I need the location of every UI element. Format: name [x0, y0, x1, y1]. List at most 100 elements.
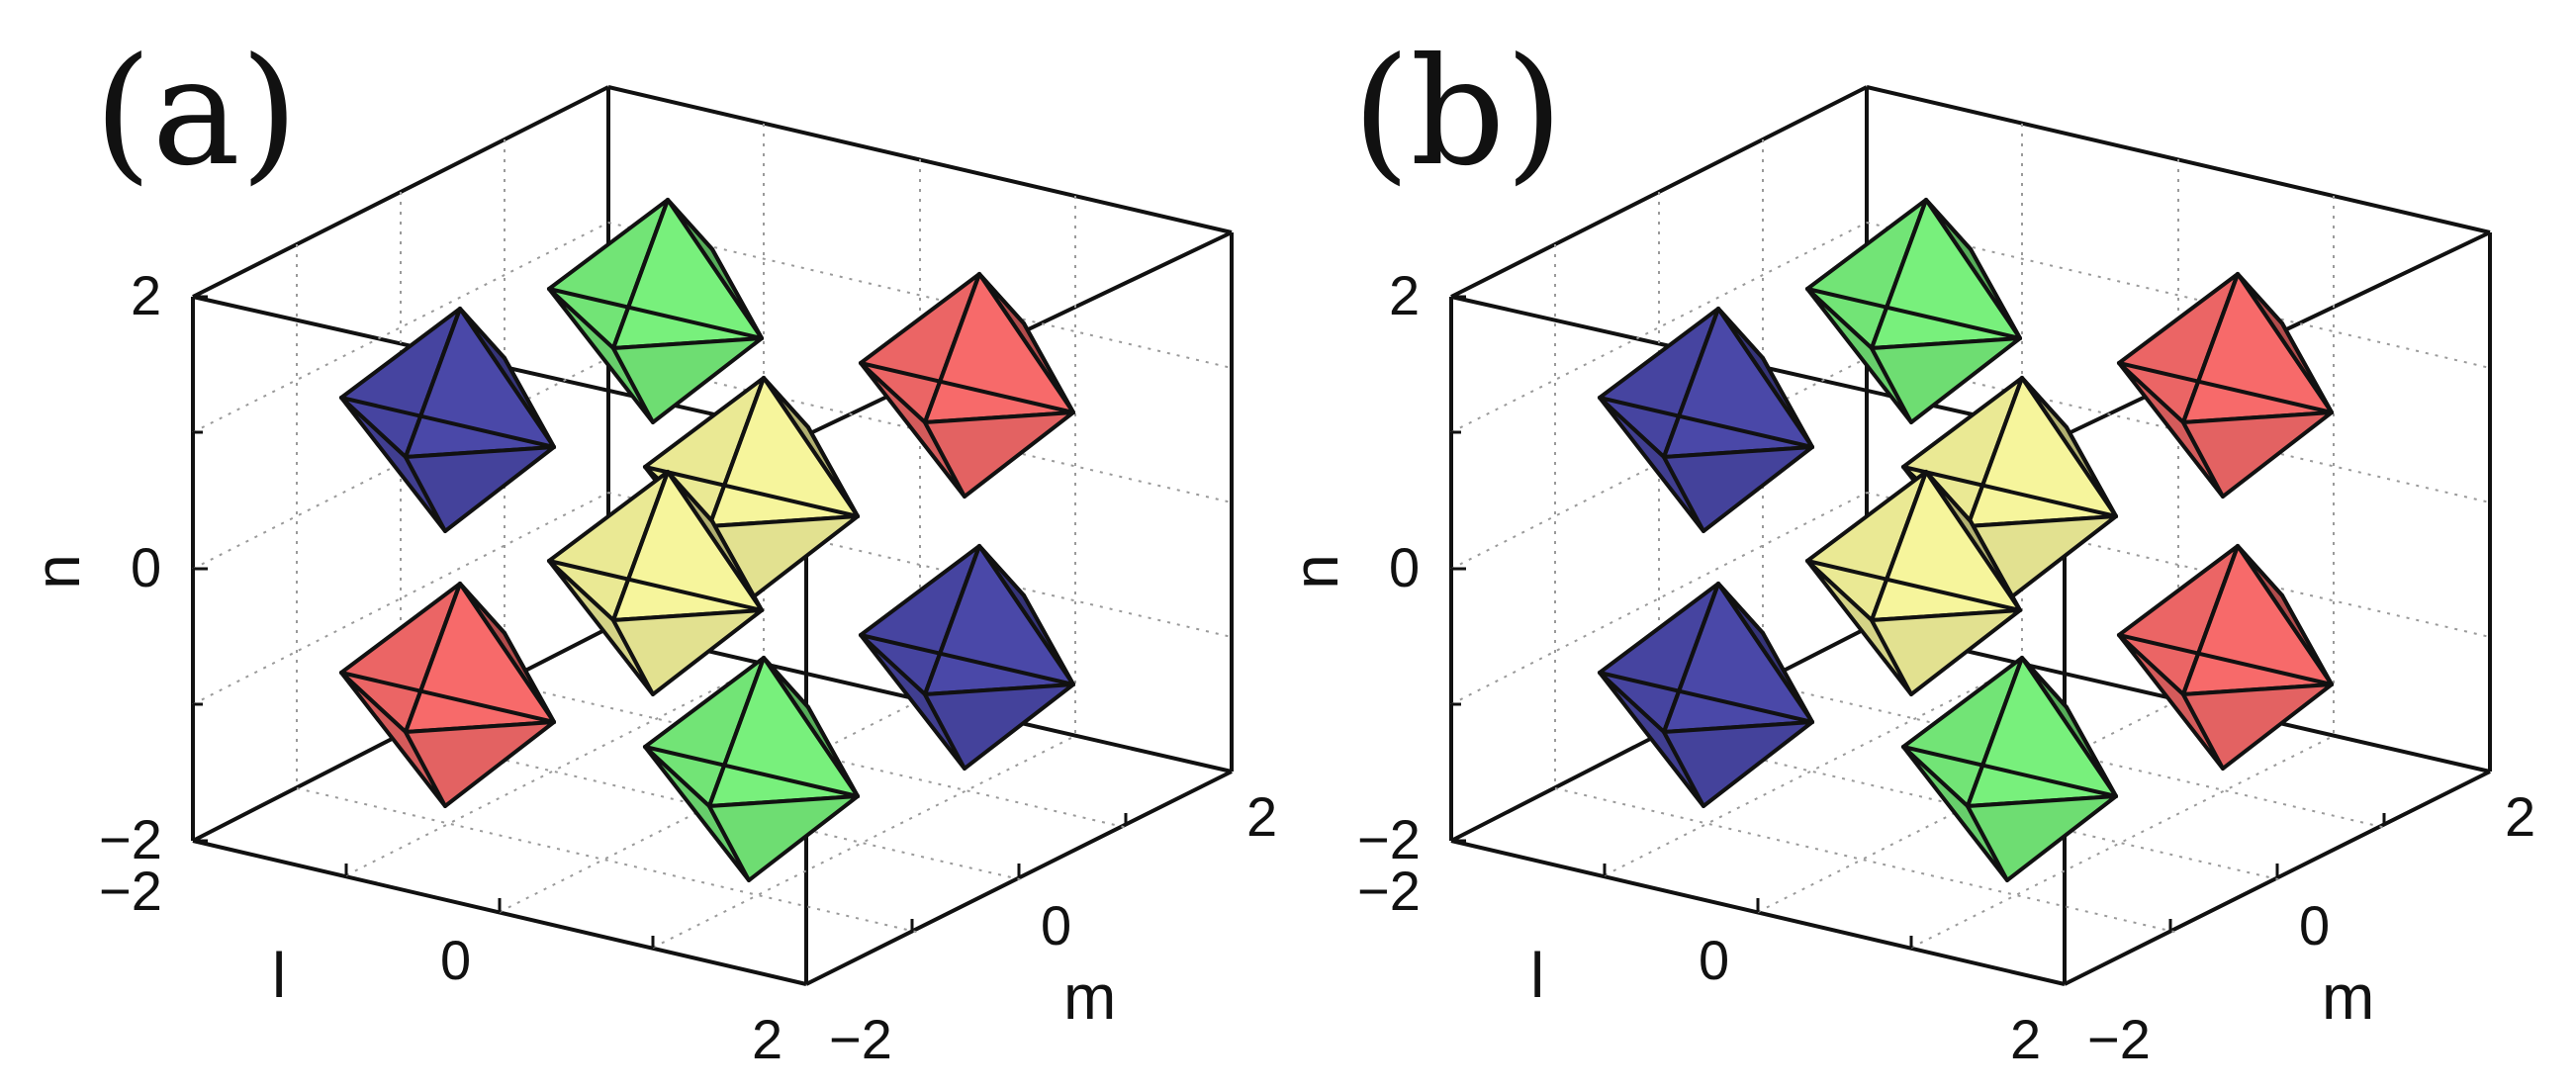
panel-a: (a): [22, 27, 1277, 1070]
tick-marks: [1451, 295, 2386, 948]
axis-label-l: l: [1530, 940, 1544, 1011]
octahedron: [1805, 198, 2022, 424]
octahedron-face-lower-right: [1870, 608, 2022, 696]
octahedron-edge: [1870, 470, 1928, 622]
octahedron-edge: [2181, 544, 2240, 696]
octahedron-edge: [503, 631, 556, 724]
octahedron-edge: [666, 470, 714, 523]
octahedron-edge: [1901, 745, 2118, 798]
tick-label-m-neg2: −2: [829, 1008, 892, 1070]
octahedron: [859, 272, 1075, 499]
octahedron-edge: [1805, 287, 2022, 340]
octahedron-edge: [923, 544, 981, 696]
octahedron-edge: [707, 376, 766, 528]
octahedron-edge: [1022, 321, 1075, 414]
octahedron-edge: [666, 198, 714, 251]
octahedron-edge: [1761, 631, 1814, 724]
octahedron-face-lower-right: [2181, 410, 2334, 499]
octahedron-edge: [859, 633, 1075, 686]
octahedron-edge: [710, 519, 764, 612]
octahedron-edge: [1598, 671, 1814, 724]
octahedron: [859, 544, 1075, 771]
tick-label-n-neg2: −2: [1357, 808, 1421, 870]
octahedron-edge: [1598, 396, 1814, 449]
octahedron: [2117, 544, 2334, 771]
octahedron-edge: [2065, 705, 2118, 798]
octahedron-edge: [2181, 272, 2240, 424]
octahedron-face-lower-right: [923, 682, 1075, 771]
tick-labels: 2 0 −2 −2 0 2 −2 0 2: [99, 264, 1277, 1070]
grid-lines: [192, 124, 1233, 949]
tick-label-n-2: 2: [131, 264, 161, 326]
octahedron-edge: [339, 671, 556, 724]
tick-label-l-neg2: −2: [99, 860, 162, 922]
octahedron-edge: [707, 656, 766, 808]
octahedron-edge: [859, 361, 1075, 414]
octahedron-edge: [2065, 425, 2118, 518]
octahedron-face-lower-right: [707, 794, 860, 882]
octahedron-edge: [2280, 593, 2334, 686]
octahedron-edge: [923, 272, 981, 424]
octahedron-edge: [806, 425, 860, 518]
octahedron: [547, 198, 764, 424]
octahedron-face-lower-right: [1662, 445, 1814, 533]
octahedron-face-lower-right: [923, 410, 1075, 499]
tick-label-n-0: 0: [1389, 536, 1420, 598]
octahedron-edge: [458, 307, 506, 360]
tick-label-m-2: 2: [2505, 785, 2535, 848]
octahedron-face-lower-right: [1966, 794, 2118, 882]
octahedron-edge: [2280, 321, 2334, 414]
octahedron-edge: [1716, 307, 1765, 360]
octahedron-edge: [1761, 356, 1814, 449]
octahedron-edge: [1662, 307, 1720, 459]
octahedron-edge: [404, 582, 462, 734]
octahedron-edge: [762, 656, 810, 709]
tick-label-n-2: 2: [1389, 264, 1420, 326]
panel-label: (b): [1352, 27, 1563, 199]
tick-label-m-2: 2: [1246, 785, 1277, 848]
axis-label-n: n: [22, 554, 93, 590]
octahedron-face-lower-right: [404, 445, 556, 533]
octahedron: [1598, 582, 1814, 808]
octahedron-edge: [611, 198, 670, 350]
panel-label: (a): [94, 27, 298, 199]
octahedron-face-lower-right: [1870, 336, 2022, 424]
octahedron: [1901, 656, 2118, 882]
octahedron-edge: [643, 465, 860, 518]
octahedron-edge: [1805, 559, 2022, 612]
octahedron-edge: [1716, 582, 1765, 635]
tick-labels: 2 0 −2 −2 0 2 −2 0 2: [1357, 264, 2535, 1070]
tick-label-m-0: 0: [2299, 894, 2330, 956]
tick-label-m-neg2: −2: [2087, 1008, 2151, 1070]
tick-label-n-0: 0: [131, 536, 161, 598]
octahedron-edge: [339, 396, 556, 449]
octahedron-face-lower-right: [2181, 682, 2334, 771]
octahedron: [1598, 307, 1814, 533]
axis-label-n: n: [1280, 554, 1351, 590]
octahedron-edge: [762, 376, 810, 429]
octahedron-face-lower-right: [611, 608, 764, 696]
octahedron-edge: [806, 705, 860, 798]
octahedron-edge: [1969, 247, 2022, 340]
octahedron-edge: [643, 745, 860, 798]
panel-b: (b): [1280, 27, 2535, 1070]
axis-label-m: m: [2322, 961, 2374, 1033]
octahedron-edge: [547, 559, 764, 612]
octahedron-face-lower-right: [611, 336, 764, 424]
tick-label-l-2: 2: [2010, 1008, 2041, 1070]
tick-label-l-2: 2: [752, 1008, 782, 1070]
octahedron-face-lower-right: [1662, 720, 1814, 808]
tick-label-n-neg2: −2: [99, 808, 162, 870]
octahedra-group: [1598, 198, 2334, 882]
octahedron-edge: [1924, 198, 1973, 251]
grid-lines: [1450, 124, 2491, 949]
octahedron-edge: [2117, 633, 2334, 686]
octahedron: [339, 307, 556, 533]
octahedron-edge: [458, 582, 506, 635]
octahedron-edge: [710, 247, 764, 340]
tick-label-l-neg2: −2: [1357, 860, 1421, 922]
octahedron-edge: [1662, 582, 1720, 734]
octahedron-edge: [1966, 656, 2024, 808]
octahedra-group: [339, 198, 1075, 882]
